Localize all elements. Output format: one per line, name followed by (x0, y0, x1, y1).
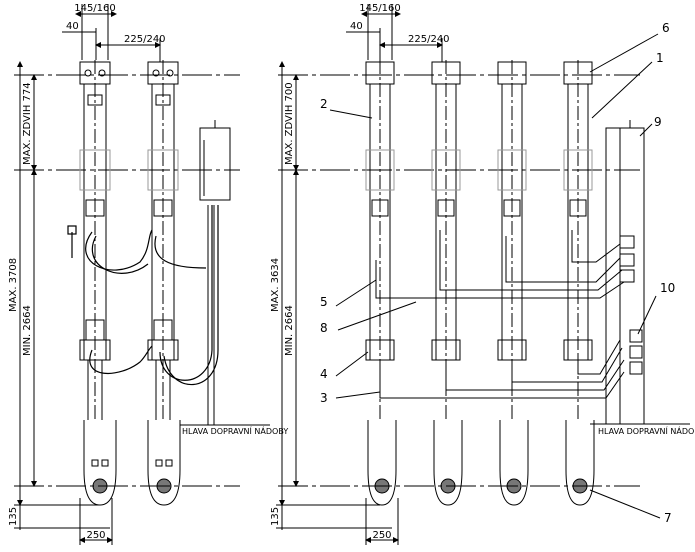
left-vertical-dimensions (14, 61, 110, 530)
right-column-1 (365, 60, 395, 420)
left-control-box (199, 120, 231, 425)
callout-3: 3 (320, 391, 328, 405)
right-vertical-dimensions (276, 61, 392, 530)
callout-2: 2 (320, 97, 328, 111)
callout-9: 9 (654, 115, 662, 129)
left-dim-max-lift: MAX. ZDVIH 774 (22, 82, 33, 165)
callout-6: 6 (662, 21, 670, 35)
callout-leaders (329, 33, 661, 519)
left-elevation-view (14, 4, 270, 545)
right-dim-max-height: MAX. 3634 (270, 258, 281, 312)
right-elevation-view (276, 4, 690, 545)
left-feet (83, 420, 181, 506)
right-dim-max-lift: MAX. ZDVIH 700 (284, 82, 295, 165)
right-top-dimensions (346, 4, 443, 62)
right-column-3 (497, 60, 527, 420)
right-pipes (375, 230, 625, 399)
right-dim-span: 225/240 (408, 34, 450, 45)
callout-8: 8 (320, 321, 328, 335)
callout-10: 10 (660, 281, 675, 295)
left-dim-span: 225/240 (124, 34, 166, 45)
left-top-dimensions (62, 4, 161, 62)
callout-7: 7 (664, 511, 672, 525)
right-dim-offset: 40 (350, 21, 363, 32)
right-feet (367, 420, 595, 506)
left-dim-250: 250 (86, 530, 105, 541)
left-hoses (67, 205, 219, 386)
callout-4: 4 (320, 367, 328, 381)
right-column-4 (563, 60, 593, 420)
callout-1: 1 (656, 51, 664, 65)
left-column-b (147, 60, 179, 420)
right-dim-min-height: MIN. 2664 (284, 305, 295, 356)
right-dim-135: 135 (270, 507, 281, 526)
left-dim-pitch: 145/160 (74, 3, 116, 14)
left-dim-135: 135 (8, 507, 19, 526)
right-dim-pitch: 145/160 (359, 3, 401, 14)
right-label-pump-head: HLAVA DOPRAVNÍ NÁDOBY (598, 425, 695, 436)
right-column-2 (431, 60, 461, 420)
left-dim-min-height: MIN. 2664 (22, 305, 33, 356)
left-dim-offset: 40 (66, 21, 79, 32)
left-label-pump-head: HLAVA DOPRAVNÍ NÁDOBY (182, 425, 288, 436)
right-dim-250: 250 (372, 530, 391, 541)
left-dim-max-height: MAX. 3708 (8, 258, 19, 312)
callout-5: 5 (320, 295, 328, 309)
left-column-a (79, 60, 111, 420)
